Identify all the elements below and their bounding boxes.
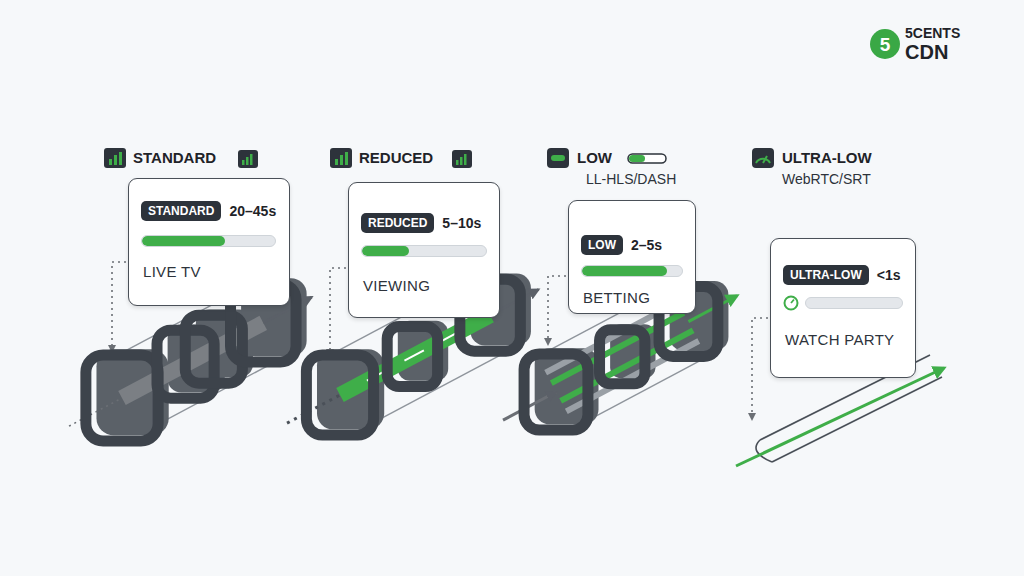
ring-front: [306, 355, 373, 435]
progress-track: [581, 265, 683, 277]
protocol-label: WebRTC/SRT: [782, 172, 871, 186]
gauge-ring: [785, 297, 798, 310]
ring-front: [86, 355, 158, 441]
input-line: [69, 398, 122, 426]
ring-front: [600, 330, 645, 384]
input-line: [287, 395, 340, 423]
use-case: LIVE TV: [143, 263, 201, 280]
progress-fill: [142, 236, 225, 246]
progress-fill: [362, 246, 409, 256]
latency-card: 2–5sBETTING LOW: [568, 200, 696, 314]
progress-track: [361, 245, 487, 257]
ring-front: [524, 354, 588, 430]
latency-range: <1s: [877, 267, 901, 283]
logo-text: CDN: [905, 42, 948, 62]
use-case: WATCH PARTY: [785, 331, 894, 348]
use-case: BETTING: [583, 289, 650, 306]
header-icons: [104, 148, 774, 168]
tier-heading: REDUCED: [359, 150, 433, 165]
logo-text: 5CENTS: [905, 26, 960, 40]
logo-circle: [870, 29, 900, 59]
latency-card: <1sWATCH PARTY ULTRA-LOW: [770, 238, 916, 378]
tier-heading: ULTRA-LOW: [782, 150, 872, 165]
logo-mark: 5: [871, 35, 899, 54]
progress-track: [141, 235, 276, 247]
progress-fill: [582, 266, 667, 276]
latency-tube: [503, 281, 737, 430]
latency-range: 2–5s: [631, 237, 662, 253]
badge-text: LOW: [588, 238, 616, 252]
badge-text: STANDARD: [148, 204, 214, 218]
tier-badge: ULTRA-LOW: [783, 265, 869, 285]
latency-card: 20–45sLIVE TV STANDARD: [128, 178, 290, 306]
tier-badge: REDUCED: [361, 213, 434, 233]
ring-front: [387, 327, 437, 387]
flow-mark: [404, 350, 423, 360]
badge-text: ULTRA-LOW: [790, 268, 862, 282]
latency-range: 5–10s: [442, 215, 481, 231]
latency-range: 20–45s: [229, 203, 276, 219]
latency-card: 5–10sVIEWING REDUCED: [348, 182, 500, 318]
tier-badge: LOW: [581, 235, 623, 255]
protocol-label: LL-HLS/DASH: [586, 172, 676, 186]
progress-track: [805, 297, 903, 309]
badge-text: REDUCED: [368, 216, 427, 230]
gauge-icon: [783, 295, 799, 311]
use-case: VIEWING: [363, 277, 430, 294]
tier-heading: LOW: [577, 150, 612, 165]
tier-badge: STANDARD: [141, 201, 221, 221]
gauge-needle: [791, 300, 794, 304]
tier-heading: STANDARD: [133, 150, 216, 165]
